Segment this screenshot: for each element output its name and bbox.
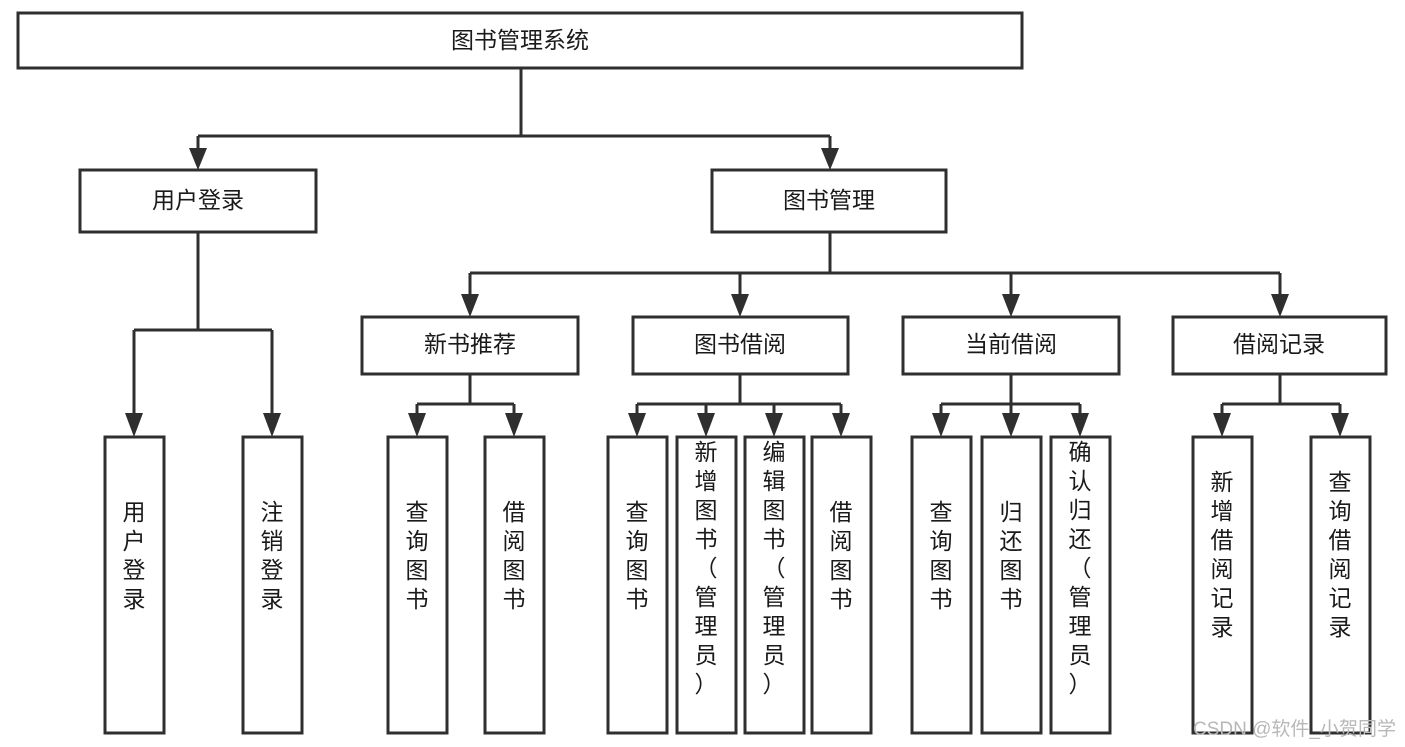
node-leaf-add-record-label: 新增借阅记录 [1211, 469, 1234, 640]
arrow-head-leaf-borrow-book-2 [832, 413, 850, 437]
node-leaf-add-book-label: 新增图书（管理员） [695, 439, 718, 697]
node-book-manage[interactable]: 图书管理 [710, 168, 948, 234]
node-current-borrow-box[interactable] [901, 315, 1121, 376]
node-leaf-add-record[interactable]: 新增借阅记录 [1191, 435, 1254, 735]
node-leaf-confirm-return-label: 确认归还（管理员） [1069, 439, 1092, 697]
node-leaf-logout-label: 注销登录 [261, 499, 284, 612]
arrow-head-leaf-query-record [1331, 413, 1349, 437]
arrow-head-new-book-rec [461, 294, 479, 317]
arrow-head-leaf-query-book-2 [628, 413, 646, 437]
node-leaf-borrow-book-1-label: 借阅图书 [503, 499, 526, 612]
node-leaf-return-book[interactable]: 归还图书 [980, 435, 1043, 735]
node-root[interactable]: 图书管理系统 [16, 11, 1024, 70]
connector-layer [125, 68, 1349, 437]
node-leaf-borrow-book-2-label: 借阅图书 [830, 499, 853, 612]
node-leaf-confirm-return[interactable]: 确认归还（管理员） [1049, 435, 1112, 735]
arrow-head-book-borrow [731, 294, 749, 317]
node-leaf-logout[interactable]: 注销登录 [241, 435, 304, 735]
node-leaf-borrow-book-2-box[interactable] [810, 435, 873, 735]
node-user-login-box[interactable] [78, 168, 318, 234]
arrow-head-current-borrow [1002, 294, 1020, 317]
node-leaf-query-record[interactable]: 查询借阅记录 [1309, 435, 1372, 735]
node-current-borrow[interactable]: 当前借阅 [901, 315, 1121, 376]
node-leaf-query-book-3[interactable]: 查询图书 [910, 435, 973, 735]
node-leaf-query-book-1-label: 查询图书 [406, 499, 429, 612]
node-book-borrow-label: 图书借阅 [694, 331, 786, 357]
node-leaf-confirm-return-box[interactable] [1049, 435, 1112, 735]
node-leaf-add-book[interactable]: 新增图书（管理员） [675, 435, 738, 735]
node-leaf-edit-book[interactable]: 编辑图书（管理员） [743, 435, 806, 735]
node-book-borrow-box[interactable] [631, 315, 850, 376]
node-leaf-borrow-book-1-box[interactable] [483, 435, 546, 735]
node-root-box[interactable] [16, 11, 1024, 70]
arrow-head-leaf-return-book [1002, 413, 1020, 437]
node-borrow-record-box[interactable] [1171, 315, 1388, 376]
node-leaf-return-book-box[interactable] [980, 435, 1043, 735]
node-leaf-query-book-1[interactable]: 查询图书 [386, 435, 449, 735]
arrow-head-user-login [189, 148, 207, 170]
arrow-head-leaf-add-record [1213, 413, 1231, 437]
node-leaf-query-record-box[interactable] [1309, 435, 1372, 735]
arrow-head-leaf-user-login [125, 413, 143, 437]
node-new-book-rec-label: 新书推荐 [424, 331, 516, 357]
node-leaf-query-book-2-label: 查询图书 [626, 499, 649, 612]
node-leaf-return-book-label: 归还图书 [1000, 499, 1023, 612]
arrow-head-leaf-query-book-3 [932, 413, 950, 437]
node-leaf-borrow-book-2[interactable]: 借阅图书 [810, 435, 873, 735]
node-borrow-record-label: 借阅记录 [1233, 331, 1325, 357]
node-leaf-edit-book-label: 编辑图书（管理员） [763, 439, 786, 697]
arrow-head-book-manage [821, 148, 839, 170]
arrow-head-borrow-record [1271, 294, 1289, 317]
csdn-watermark: CSDN @软件_小贺同学 [1193, 718, 1396, 740]
arrow-head-leaf-query-book-1 [408, 413, 426, 437]
node-leaf-query-book-1-box[interactable] [386, 435, 449, 735]
node-current-borrow-label: 当前借阅 [965, 331, 1057, 357]
node-leaf-user-login[interactable]: 用户登录 [103, 435, 166, 735]
node-leaf-edit-book-box[interactable] [743, 435, 806, 735]
node-book-manage-box[interactable] [710, 168, 948, 234]
node-leaf-borrow-book-1[interactable]: 借阅图书 [483, 435, 546, 735]
node-leaf-add-record-box[interactable] [1191, 435, 1254, 735]
node-leaf-user-login-box[interactable] [103, 435, 166, 735]
node-book-manage-label: 图书管理 [783, 187, 875, 213]
arrow-head-leaf-borrow-book-1 [505, 413, 523, 437]
arrow-head-leaf-add-book [697, 413, 715, 437]
arrow-head-leaf-edit-book [765, 413, 783, 437]
node-leaf-add-book-box[interactable] [675, 435, 738, 735]
node-leaf-query-book-2-box[interactable] [606, 435, 669, 735]
node-new-book-rec[interactable]: 新书推荐 [360, 315, 580, 376]
node-leaf-query-record-label: 查询借阅记录 [1329, 469, 1352, 640]
arrow-head-leaf-confirm-return [1071, 413, 1089, 437]
node-leaf-logout-box[interactable] [241, 435, 304, 735]
node-user-login-label: 用户登录 [152, 187, 244, 213]
node-root-label: 图书管理系统 [451, 27, 589, 53]
node-book-borrow[interactable]: 图书借阅 [631, 315, 850, 376]
node-user-login[interactable]: 用户登录 [78, 168, 318, 234]
node-leaf-query-book-3-box[interactable] [910, 435, 973, 735]
node-new-book-rec-box[interactable] [360, 315, 580, 376]
node-leaf-query-book-3-label: 查询图书 [930, 499, 953, 612]
node-borrow-record[interactable]: 借阅记录 [1171, 315, 1388, 376]
node-leaf-query-book-2[interactable]: 查询图书 [606, 435, 669, 735]
arrow-head-leaf-logout [263, 413, 281, 437]
node-leaf-user-login-label: 用户登录 [123, 499, 146, 612]
